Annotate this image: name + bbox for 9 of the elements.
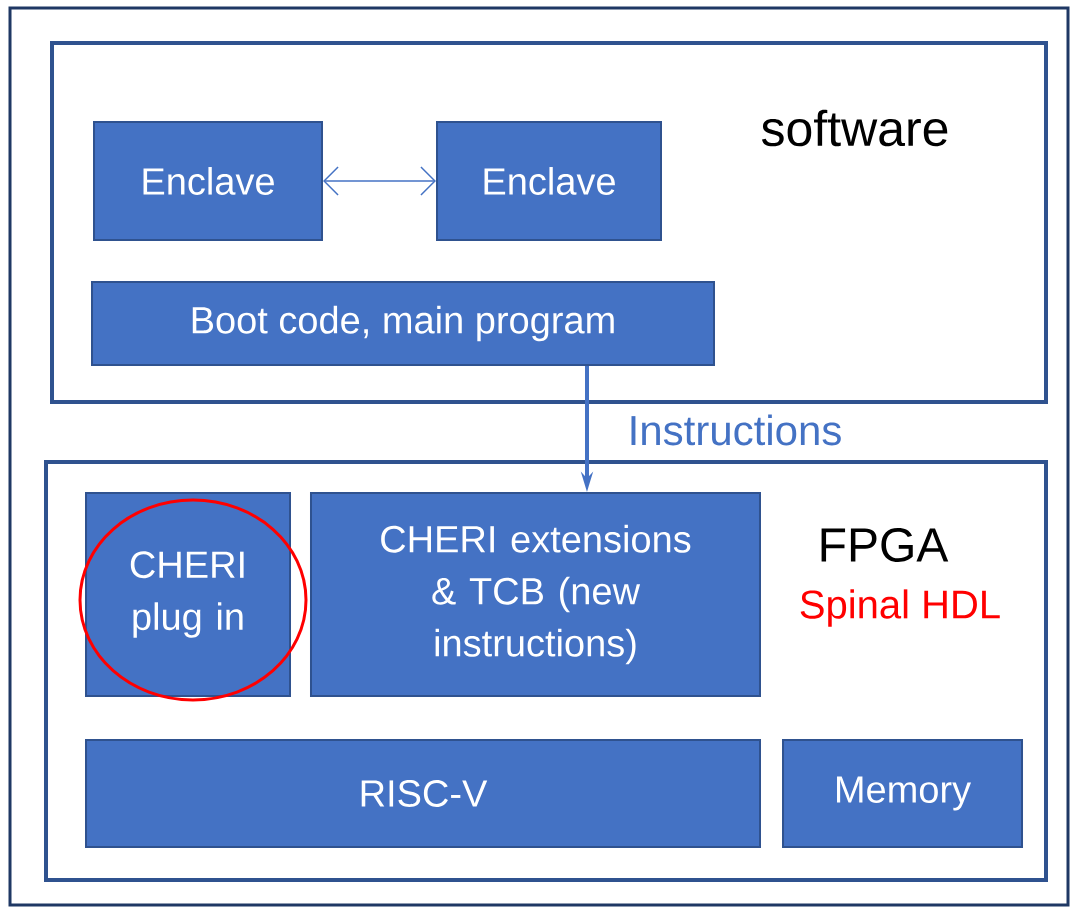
process-box: Memory bbox=[782, 739, 1023, 848]
edge-label: Instructions bbox=[626, 413, 844, 447]
process-box: RISC-V bbox=[85, 739, 761, 848]
process-box: Enclave bbox=[93, 121, 323, 241]
arrow bbox=[323, 166, 436, 196]
process-box: Boot code, main program bbox=[91, 281, 715, 366]
process-box: CHERI plug in bbox=[85, 492, 291, 697]
process-box: Enclave bbox=[436, 121, 662, 241]
process-box: CHERI extensions & TCB (new instructions) bbox=[310, 492, 761, 697]
